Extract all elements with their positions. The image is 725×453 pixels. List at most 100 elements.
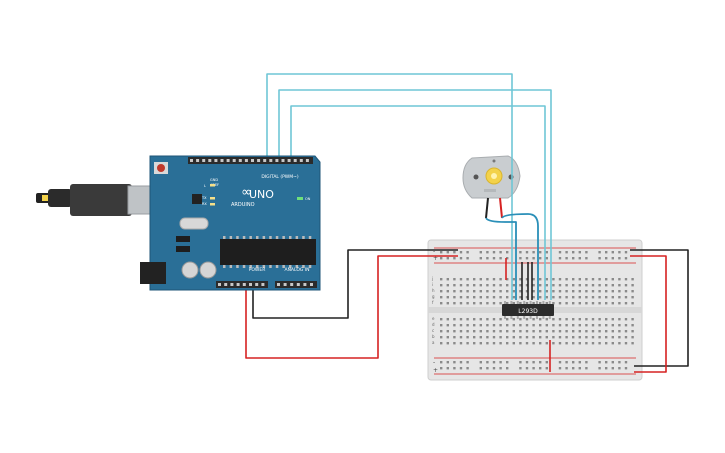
breadboard-hole: [453, 278, 456, 281]
power-header-pins[interactable]: [218, 283, 265, 286]
header-pin: [281, 159, 285, 162]
digital-header-pins[interactable]: [190, 159, 309, 162]
breadboard-hole: [585, 342, 588, 345]
breadboard-hole: [532, 284, 535, 287]
breadboard-hole: [473, 284, 476, 287]
wire-5v-to-rail[interactable]: [245, 255, 458, 359]
header-pin: [244, 159, 248, 162]
motor-lead-neg: [485, 197, 489, 219]
wire-signal-2[interactable]: [278, 89, 552, 300]
atmega-chip: [220, 239, 316, 265]
arduino-uno[interactable]: DIGITAL (PWM~) UNO ARDUINO ∞ AREF GND L …: [36, 155, 321, 291]
breadboard-hole: [499, 336, 502, 339]
breadboard-hole: [486, 290, 489, 293]
rail-hole: [565, 367, 568, 370]
breadboard-hole: [525, 318, 529, 321]
led-l-label: L: [204, 184, 206, 188]
rail-hole: [440, 361, 443, 364]
rail-hole: [459, 361, 463, 364]
breadboard-hole: [558, 324, 562, 327]
rail-hole: [532, 367, 535, 370]
digital-header[interactable]: [188, 157, 313, 164]
header-pin: [251, 159, 254, 162]
wire-signal-1[interactable]: [266, 73, 513, 300]
rail-hole: [578, 367, 581, 370]
breadboard-hole: [459, 296, 463, 299]
mcu-pin: [295, 236, 299, 239]
motor-lead-pos: [499, 197, 503, 219]
breadboard-hole: [539, 278, 542, 281]
power-jack[interactable]: [140, 262, 166, 284]
reset-button[interactable]: [157, 164, 165, 172]
breadboard-hole: [525, 330, 529, 333]
rail-hole: [506, 367, 509, 370]
breadboard-hole: [572, 290, 575, 293]
breadboard-hole: [552, 330, 555, 333]
breadboard-hole: [473, 278, 476, 281]
wires[interactable]: [245, 73, 689, 373]
breadboard-hole: [591, 336, 595, 339]
wire-motor-1[interactable]: [485, 217, 517, 300]
header-pin: [257, 159, 261, 162]
breadboard-hole: [459, 284, 463, 287]
rail-hole: [479, 367, 482, 370]
arduino-logo-icon: ∞: [241, 185, 252, 200]
rail-hole: [618, 367, 621, 370]
breadboard-hole: [552, 324, 555, 327]
breadboard-hole: [539, 330, 542, 333]
header-pin: [249, 283, 252, 286]
breadboard-hole: [446, 278, 449, 281]
wire-rail-pwr-bridge[interactable]: [630, 255, 667, 373]
gnd-label: GND: [210, 178, 218, 182]
mcu-pin: [308, 236, 312, 239]
wire-rail-gnd-bridge[interactable]: [630, 249, 689, 367]
breadboard-hole: [552, 296, 555, 299]
rail-hole: [479, 257, 482, 260]
breadboard-hole: [479, 318, 482, 321]
breadboard-hole: [591, 318, 595, 321]
chip-pin: [510, 316, 513, 319]
breadboard-hole: [552, 278, 555, 281]
breadboard-hole: [552, 318, 555, 321]
breadboard-hole: [473, 336, 476, 339]
chip-pin: [504, 316, 506, 319]
breadboard-hole: [506, 336, 509, 339]
row-letter: j: [431, 276, 433, 281]
breadboard-hole: [611, 302, 614, 305]
dc-motor[interactable]: [462, 155, 521, 219]
breadboard-hole: [453, 302, 456, 305]
breadboard-hole: [512, 290, 515, 293]
breadboard-hole: [525, 324, 529, 327]
breadboard-hole: [605, 342, 608, 345]
breadboard-hole: [506, 284, 509, 287]
breadboard-hole: [565, 318, 568, 321]
breadboard-hole: [598, 278, 601, 281]
breadboard-hole: [440, 302, 443, 305]
wire-motor-2[interactable]: [501, 213, 539, 300]
mcu-pin: [289, 236, 292, 239]
rail-hole: [572, 257, 575, 260]
breadboard-hole: [499, 302, 502, 305]
breadboard-hole: [466, 302, 469, 305]
breadboard-hole: [591, 342, 595, 345]
analog-header[interactable]: [275, 281, 317, 288]
breadboard-hole: [585, 318, 588, 321]
breadboard-hole: [631, 330, 634, 333]
breadboard-hole: [512, 336, 515, 339]
breadboard-hole: [512, 324, 515, 327]
breadboard-hole: [598, 330, 601, 333]
breadboard-hole: [558, 302, 562, 305]
breadboard-hole: [440, 284, 443, 287]
power-header[interactable]: [216, 281, 268, 288]
l293d-chip[interactable]: L293D: [502, 301, 554, 319]
breadboard-hole: [611, 342, 614, 345]
analog-header-pins[interactable]: [277, 283, 313, 286]
wire-signal-3[interactable]: [290, 105, 546, 300]
row-letter: f: [432, 300, 434, 305]
breadboard-hole: [473, 342, 476, 345]
wire-gnd-to-rail[interactable]: [252, 249, 458, 319]
rail-hole: [446, 251, 449, 254]
rail-hole: [486, 367, 489, 370]
